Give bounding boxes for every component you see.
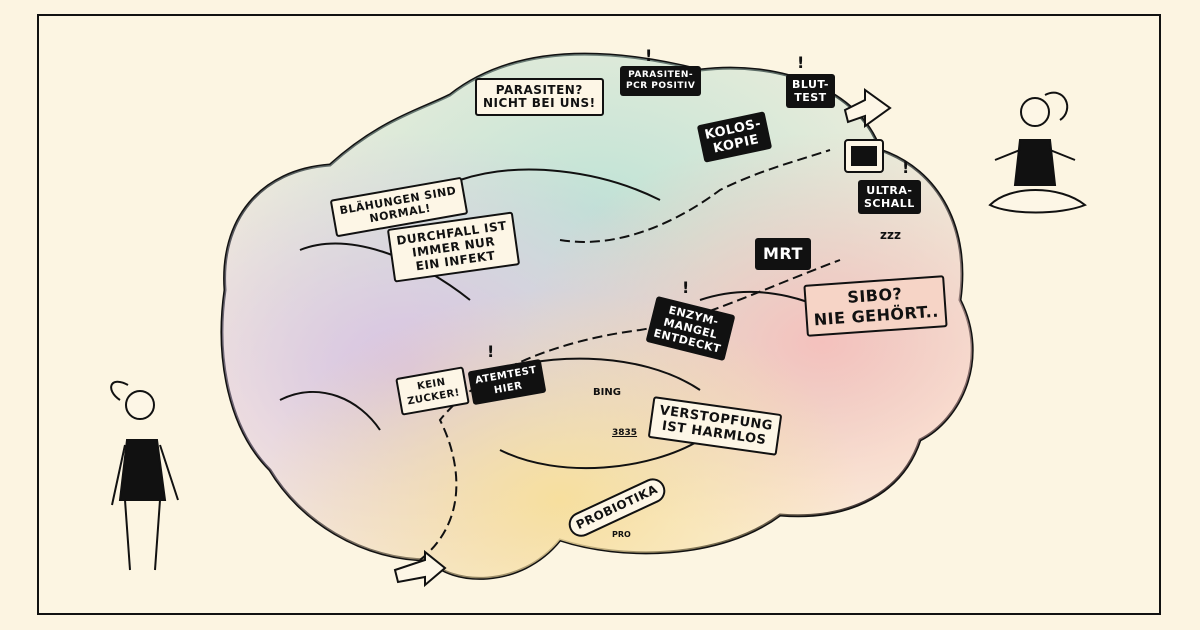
sign-parasiten: Parasiten? nicht bei uns! (475, 78, 604, 116)
bing-text: BING (593, 387, 621, 398)
exit-arrow (843, 88, 892, 128)
sign-bluttest: Blut- Test (786, 74, 835, 108)
alert-mark: ! (797, 53, 805, 72)
meditating-person-illustration (988, 91, 1087, 214)
likes-count: 3835 (612, 428, 638, 438)
alert-mark: ! (645, 46, 653, 65)
alert-mark: ! (902, 158, 910, 177)
entry-arrow (393, 549, 447, 588)
alert-mark: ! (682, 278, 690, 297)
worried-person-illustration (110, 380, 179, 571)
sleep-zzz: zzz (880, 228, 901, 242)
alert-mark: ! (487, 342, 495, 361)
sign-parasiten-pcr: Parasiten- PCR positiv (620, 66, 702, 96)
sign-mrt: MRT (755, 238, 811, 270)
pro-jar-label: PRO (612, 530, 631, 539)
sign-ultraschall: Ultra- schall (858, 180, 921, 214)
sign-sibo: SIBO? nie gehört.. (803, 275, 948, 337)
path-trail (419, 149, 841, 561)
